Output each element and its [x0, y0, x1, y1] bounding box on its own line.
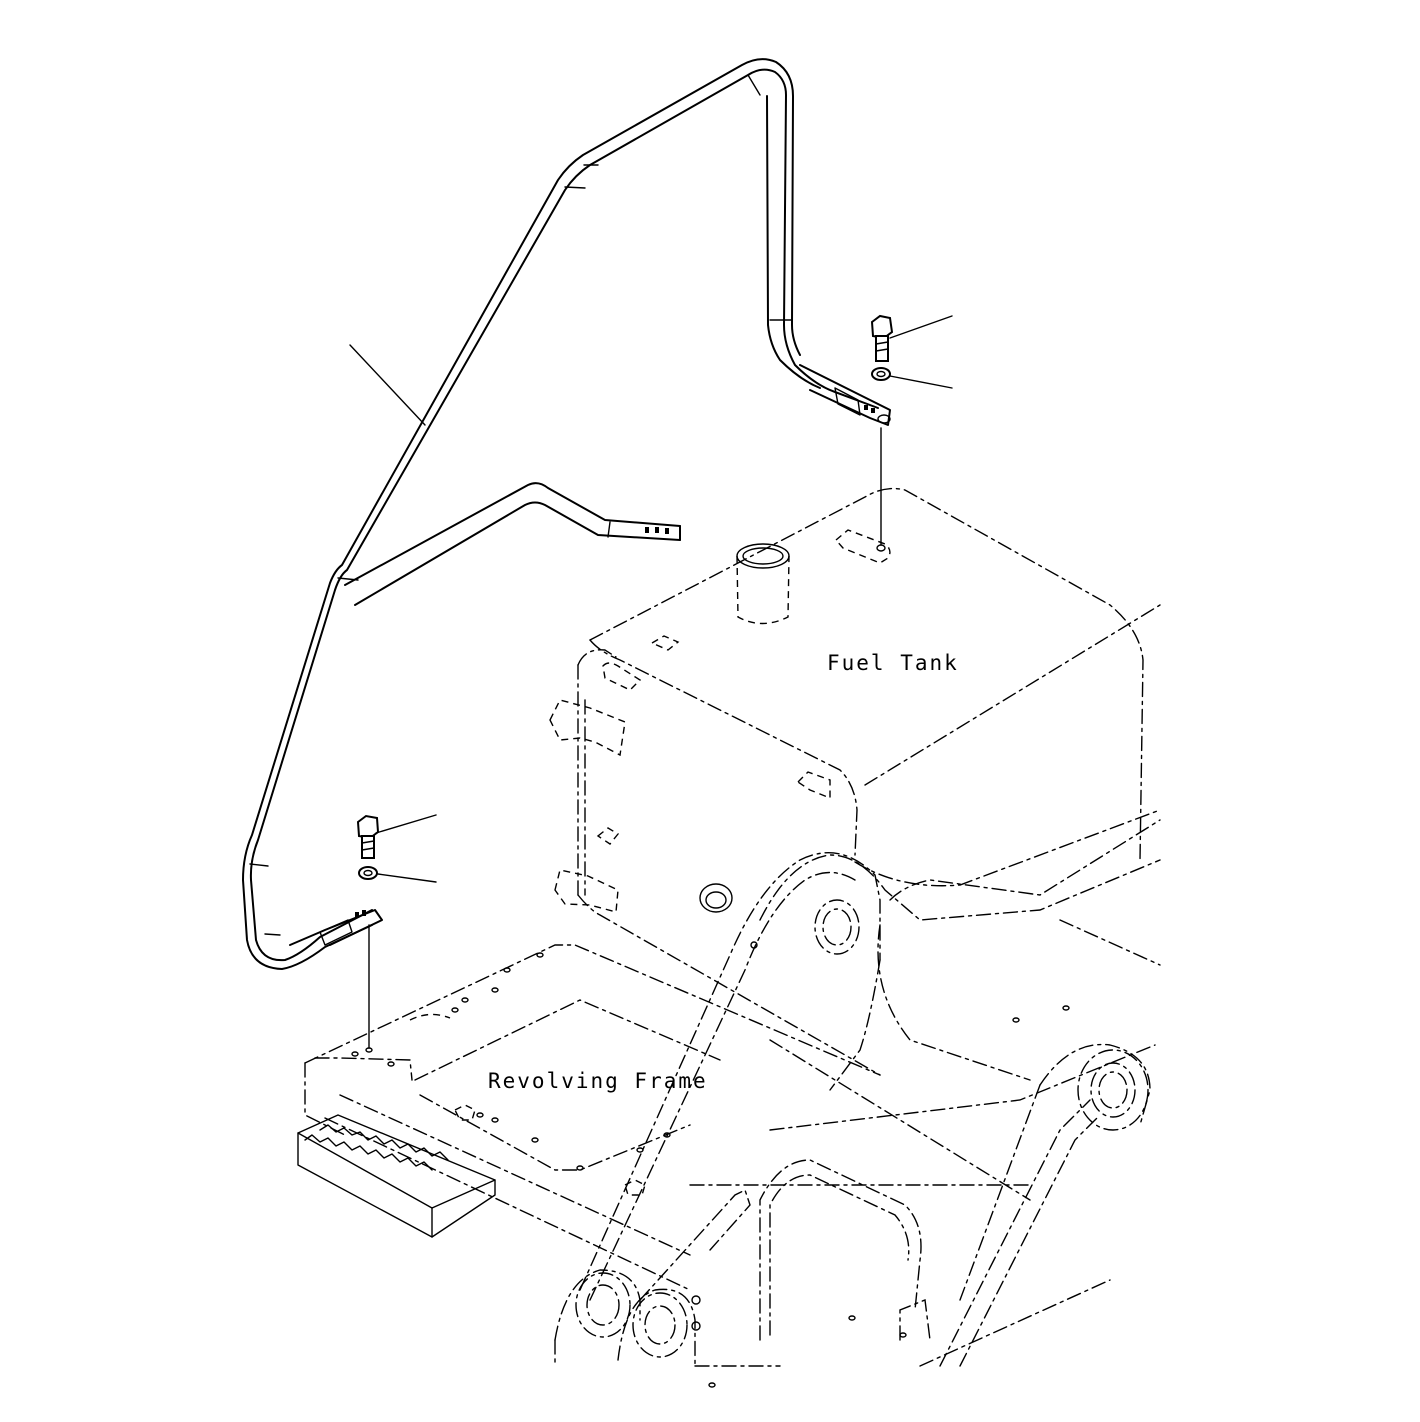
handrail — [242, 58, 891, 970]
washer-right-icon — [871, 367, 891, 381]
boom-bracket — [554, 819, 1161, 1367]
fuel-tank — [549, 487, 1161, 1076]
fuel-tank-label: Fuel Tank — [827, 651, 959, 675]
bolt-right-icon — [870, 314, 894, 362]
revolving-frame-label: Revolving Frame — [488, 1069, 708, 1093]
bolt-left-icon — [356, 814, 380, 859]
step-icon — [297, 1114, 496, 1238]
filler-neck-icon — [736, 543, 790, 625]
leader-lines — [349, 315, 953, 1049]
revolving-frame — [297, 919, 1161, 1388]
drain-port-icon — [699, 883, 733, 913]
washer-left-icon — [358, 866, 378, 880]
